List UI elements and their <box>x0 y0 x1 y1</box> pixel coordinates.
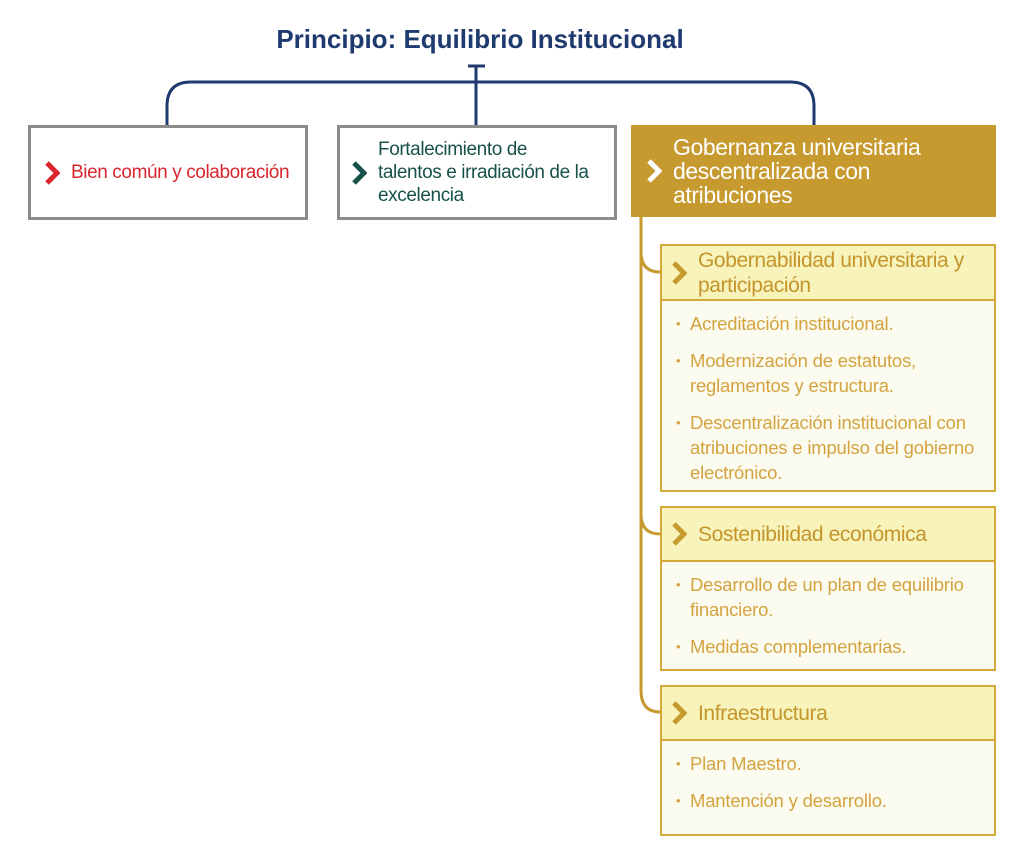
section-header-infraestructura[interactable]: Infraestructura <box>660 685 996 741</box>
chevron-right-icon <box>668 701 690 725</box>
diagram-title: Principio: Equilibrio Institucional <box>276 24 684 54</box>
list-item: Mantención y desarrollo. <box>676 788 980 813</box>
chevron-right-icon <box>41 160 63 185</box>
section-header-gobernabilidad[interactable]: Gobernabilidad universitaria y participa… <box>660 244 996 301</box>
gold-connector <box>639 217 661 714</box>
section-heading: Infraestructura <box>698 701 828 725</box>
root-connector <box>468 64 485 125</box>
chevron-right-icon <box>643 159 665 183</box>
branch-gobernanza[interactable]: Gobernanza universitaria descentralizada… <box>631 125 996 217</box>
section-heading: Gobernabilidad universitaria y participa… <box>698 248 964 297</box>
list-item: Modernización de estatutos, reglamentos … <box>676 348 980 398</box>
chevron-right-icon <box>348 160 370 185</box>
branch-bien-comun[interactable]: Bien común y colaboración <box>28 125 308 220</box>
branch-connector <box>165 80 816 125</box>
list-item: Medidas complementarias. <box>676 634 980 659</box>
branch-label: Fortalecimiento de talentos e irradiació… <box>378 139 589 206</box>
list-item: Plan Maestro. <box>676 751 980 776</box>
list-item: Desarrollo de un plan de equilibrio fina… <box>676 572 980 622</box>
list-item: Acreditación institucional. <box>676 311 980 336</box>
branch-label: Gobernanza universitaria descentralizada… <box>673 134 921 208</box>
chevron-right-icon <box>668 522 690 546</box>
list-item: Descentralización institucional con atri… <box>676 410 980 485</box>
section-body-sostenibilidad: Desarrollo de un plan de equilibrio fina… <box>660 562 996 671</box>
chevron-right-icon <box>668 260 690 285</box>
section-heading: Sostenibilidad económica <box>698 522 927 546</box>
branch-fortalecimiento[interactable]: Fortalecimiento de talentos e irradiació… <box>337 125 617 220</box>
branch-label: Bien común y colaboración <box>71 162 290 183</box>
section-body-infraestructura: Plan Maestro. Mantención y desarrollo. <box>660 741 996 836</box>
section-body-gobernabilidad: Acreditación institucional. Modernizació… <box>660 301 996 492</box>
section-header-sostenibilidad[interactable]: Sostenibilidad económica <box>660 506 996 562</box>
